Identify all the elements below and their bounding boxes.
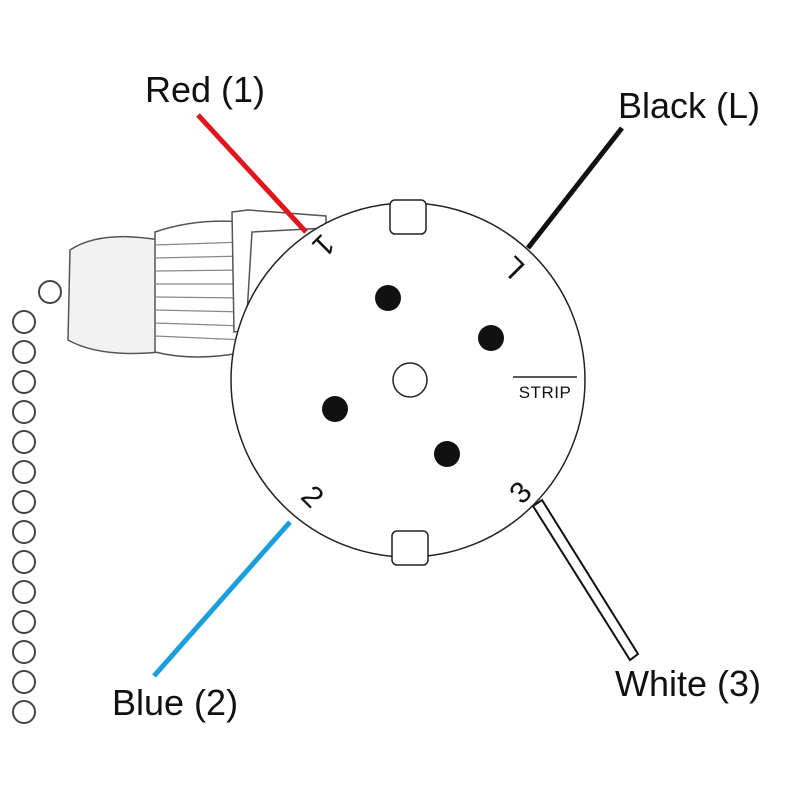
- chain-bead: [12, 460, 36, 484]
- blue-wire: [152, 520, 292, 678]
- pull-chain: [12, 280, 62, 724]
- red-wire: [196, 113, 308, 234]
- chain-bead: [12, 670, 36, 694]
- chain-bead: [12, 400, 36, 424]
- chain-bead: [12, 490, 36, 514]
- contact-dot: [478, 325, 504, 351]
- chain-bead: [12, 700, 36, 724]
- chain-bead: [12, 640, 36, 664]
- white-wire-label: White (3): [615, 663, 761, 704]
- strip-label: STRIP: [519, 383, 572, 402]
- red-wire-label: Red (1): [145, 69, 265, 110]
- ribbed-knob: [154, 220, 246, 358]
- black-wire: [526, 126, 624, 250]
- chain-bead: [12, 550, 36, 574]
- chain-bead: [12, 340, 36, 364]
- shaft-cap: [67, 235, 161, 355]
- chain-bead: [12, 430, 36, 454]
- bottom-notch: [391, 530, 429, 566]
- white-wire: [531, 498, 640, 662]
- black-wire-label: Black (L): [618, 85, 760, 126]
- chain-bead: [12, 520, 36, 544]
- chain-bead: [38, 280, 62, 304]
- top-notch: [389, 199, 427, 235]
- chain-bead: [12, 310, 36, 334]
- blue-wire-label: Blue (2): [112, 682, 238, 723]
- chain-bead: [12, 580, 36, 604]
- contact-dot: [375, 285, 401, 311]
- contact-dot: [434, 441, 460, 467]
- contact-dot: [322, 396, 348, 422]
- chain-bead: [12, 370, 36, 394]
- center-hole: [392, 362, 428, 398]
- chain-bead: [12, 610, 36, 634]
